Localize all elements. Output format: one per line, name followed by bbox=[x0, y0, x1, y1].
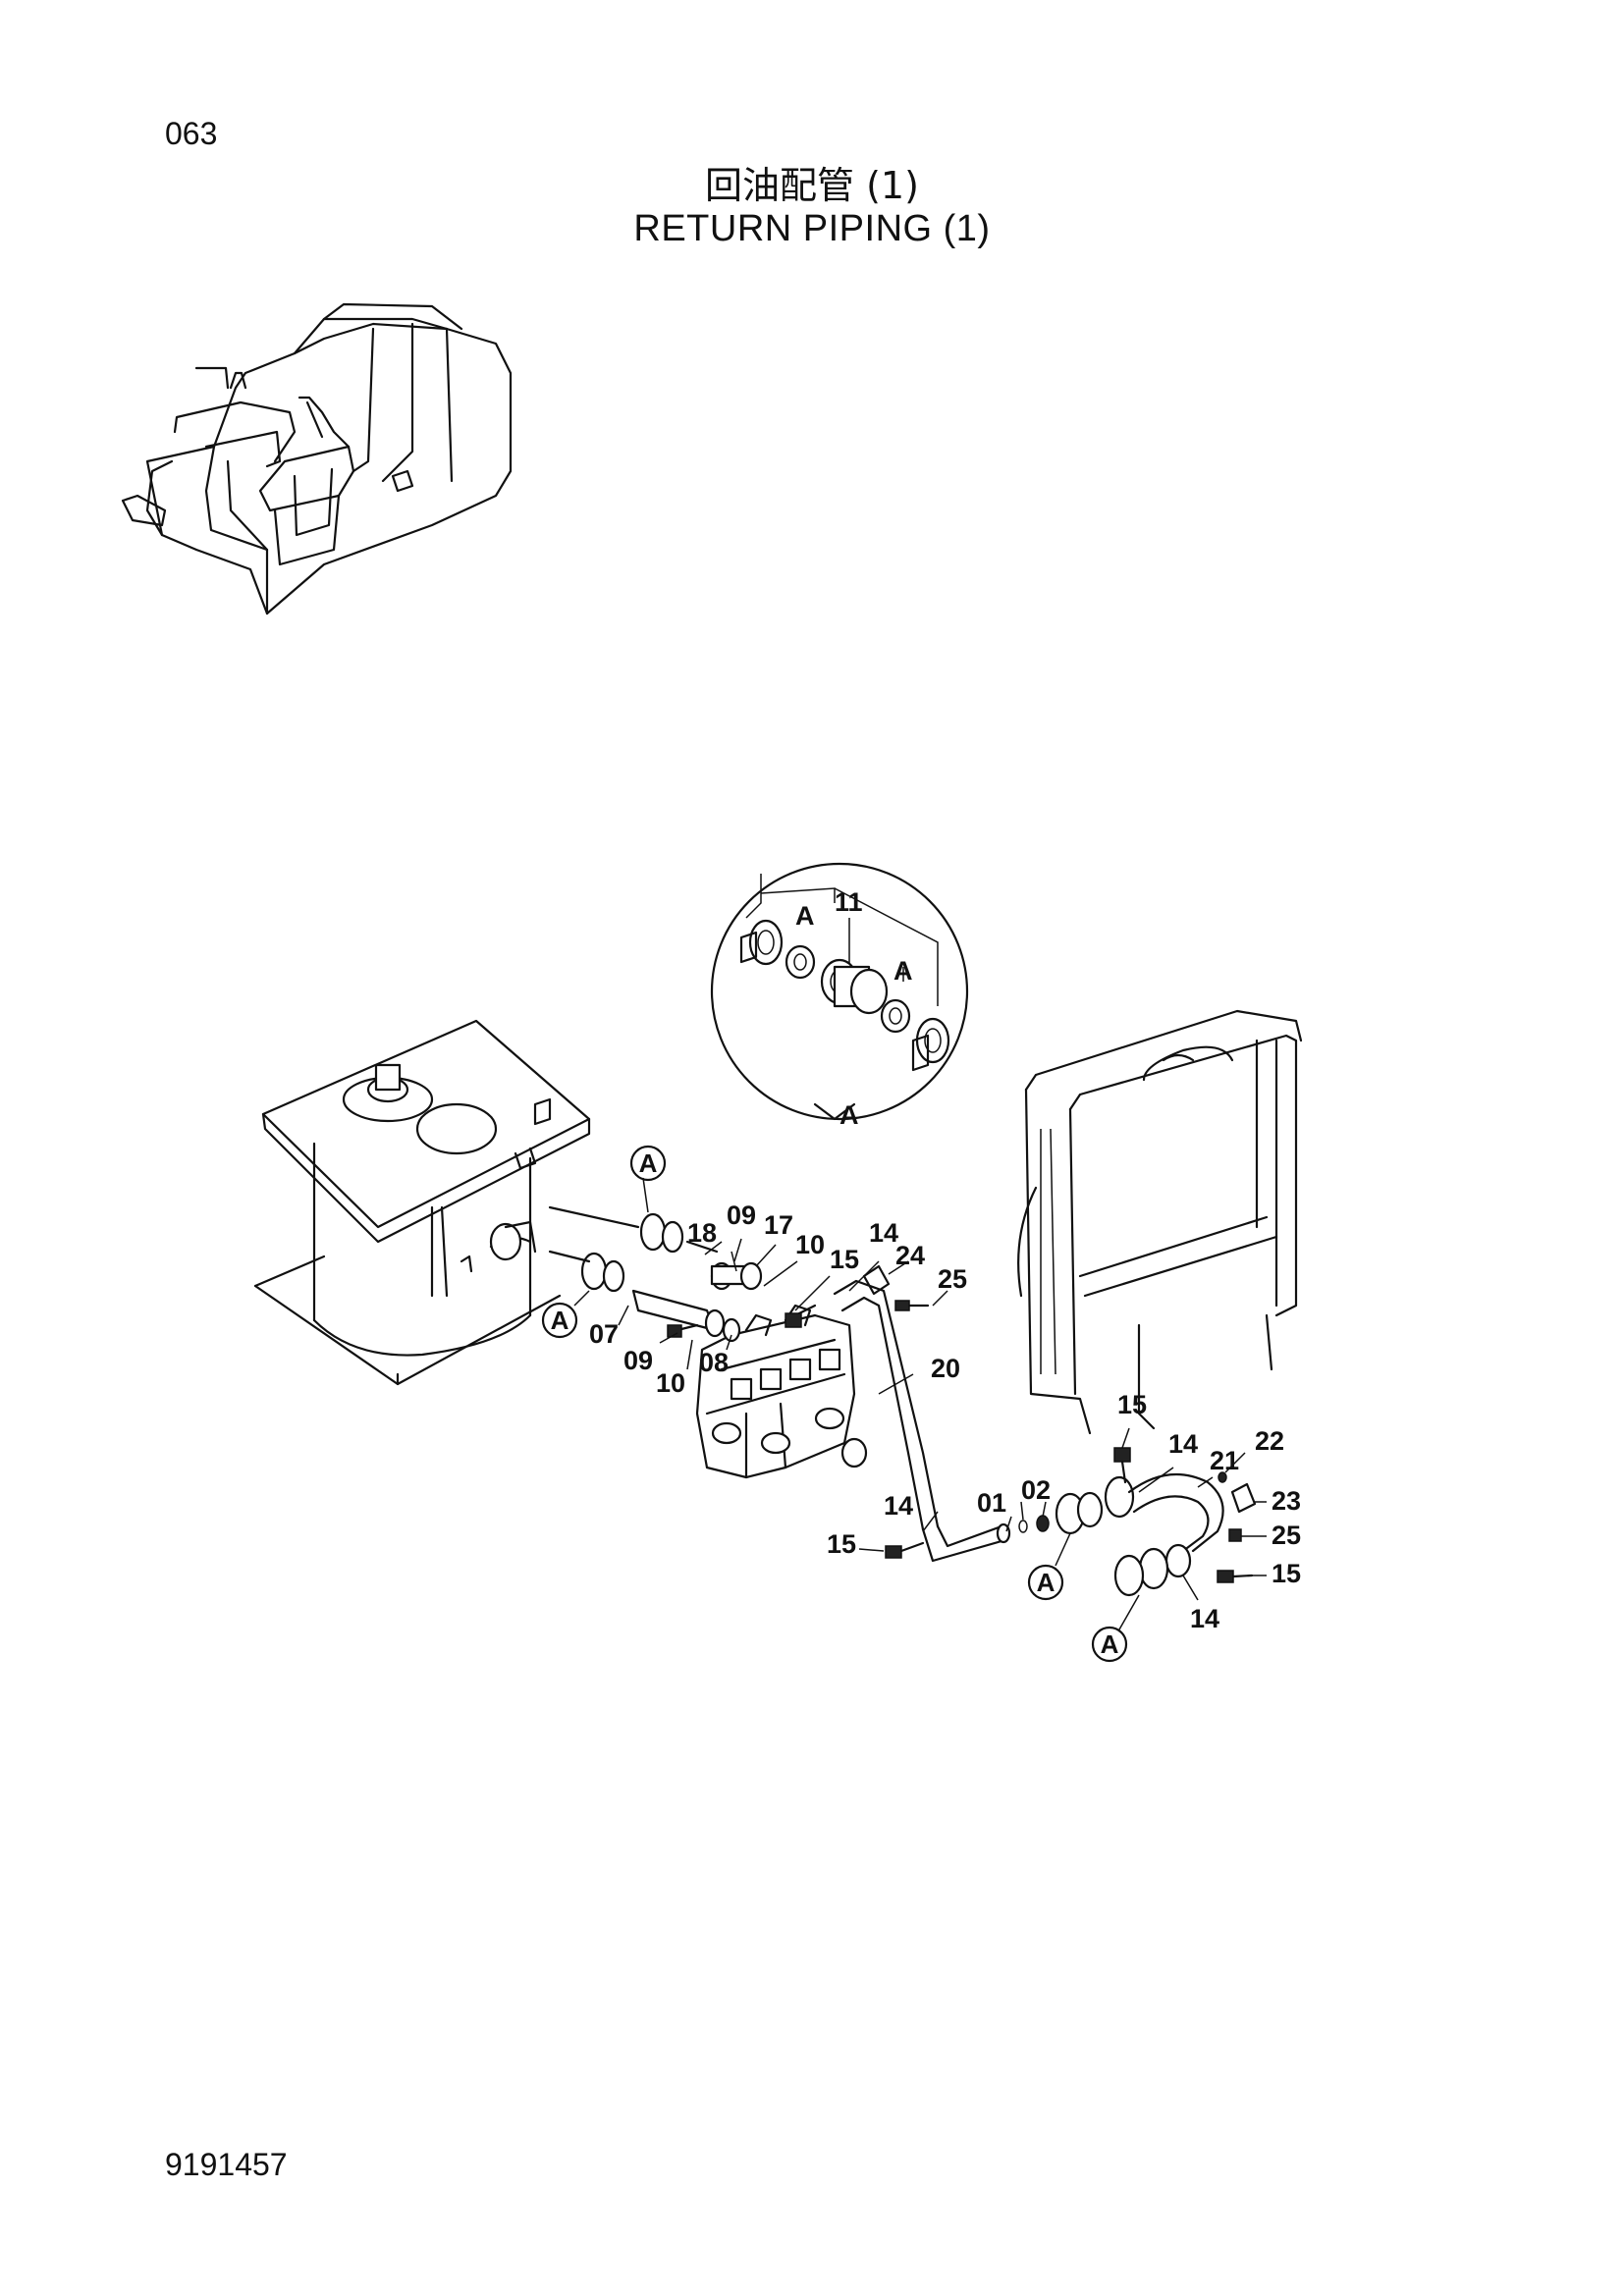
detail-a-label-right: A bbox=[893, 956, 913, 986]
callout-09-lower: 09 bbox=[623, 1346, 653, 1375]
part-callouts: 18 09 17 10 15 14 24 25 07 09 10 08 20 1… bbox=[589, 1201, 1301, 1633]
reference-marker-a-left: A bbox=[541, 1302, 578, 1339]
callout-15-right: 15 bbox=[1117, 1390, 1147, 1419]
callout-15-lower-left: 15 bbox=[827, 1529, 856, 1559]
reference-marker-a-lower-middle: A bbox=[1027, 1564, 1064, 1601]
page-title-english: RETURN PIPING (1) bbox=[633, 208, 991, 249]
callout-07: 07 bbox=[589, 1319, 619, 1349]
detail-a-label-left: A bbox=[795, 901, 815, 931]
callout-14-lower-left: 14 bbox=[884, 1491, 913, 1521]
reference-marker-a-bottom-label: A bbox=[1101, 1629, 1119, 1659]
detail-a-callout-circle: A 11 A A bbox=[710, 862, 969, 1130]
callout-02: 02 bbox=[1021, 1475, 1051, 1505]
callout-25-upper: 25 bbox=[938, 1264, 967, 1294]
callout-01: 01 bbox=[977, 1488, 1006, 1518]
reference-marker-a-upper-label: A bbox=[639, 1148, 658, 1178]
hydraulic-oil-tank bbox=[253, 1019, 591, 1386]
callout-14-bottom: 14 bbox=[1190, 1604, 1219, 1633]
callout-24: 24 bbox=[895, 1241, 925, 1270]
reference-marker-a-lower-middle-label: A bbox=[1037, 1568, 1056, 1597]
reference-marker-a-upper: A bbox=[629, 1145, 667, 1182]
callout-15-lower-right: 15 bbox=[1272, 1559, 1301, 1588]
callout-14-right: 14 bbox=[1168, 1429, 1198, 1459]
callout-10-lower: 10 bbox=[656, 1368, 685, 1398]
leader-lines bbox=[573, 1177, 1267, 1630]
callout-21: 21 bbox=[1210, 1446, 1239, 1475]
page-number: 063 bbox=[165, 116, 218, 151]
callout-15-upper: 15 bbox=[830, 1245, 859, 1274]
detail-a-title: A bbox=[839, 1100, 859, 1130]
reference-marker-a-bottom: A bbox=[1091, 1626, 1128, 1663]
return-piping-hoses bbox=[548, 1205, 1257, 1597]
callout-11: 11 bbox=[835, 887, 863, 917]
callout-20: 20 bbox=[931, 1354, 960, 1383]
oil-cooler-radiator bbox=[1017, 1009, 1303, 1435]
callout-10-upper: 10 bbox=[795, 1230, 825, 1259]
callout-23: 23 bbox=[1272, 1486, 1301, 1516]
callout-14-upper: 14 bbox=[869, 1218, 898, 1248]
callout-08: 08 bbox=[699, 1348, 729, 1377]
page-title-chinese: 回油配管 (1) bbox=[705, 164, 919, 207]
callout-22: 22 bbox=[1255, 1426, 1284, 1456]
callout-17: 17 bbox=[764, 1210, 793, 1240]
document-number: 9191457 bbox=[165, 2147, 288, 2182]
callout-09-upper: 09 bbox=[727, 1201, 756, 1230]
reference-marker-a-left-label: A bbox=[551, 1306, 569, 1335]
callout-25-lower: 25 bbox=[1272, 1521, 1301, 1550]
excavator-overview-illustration bbox=[121, 302, 513, 615]
callout-18: 18 bbox=[687, 1218, 717, 1248]
